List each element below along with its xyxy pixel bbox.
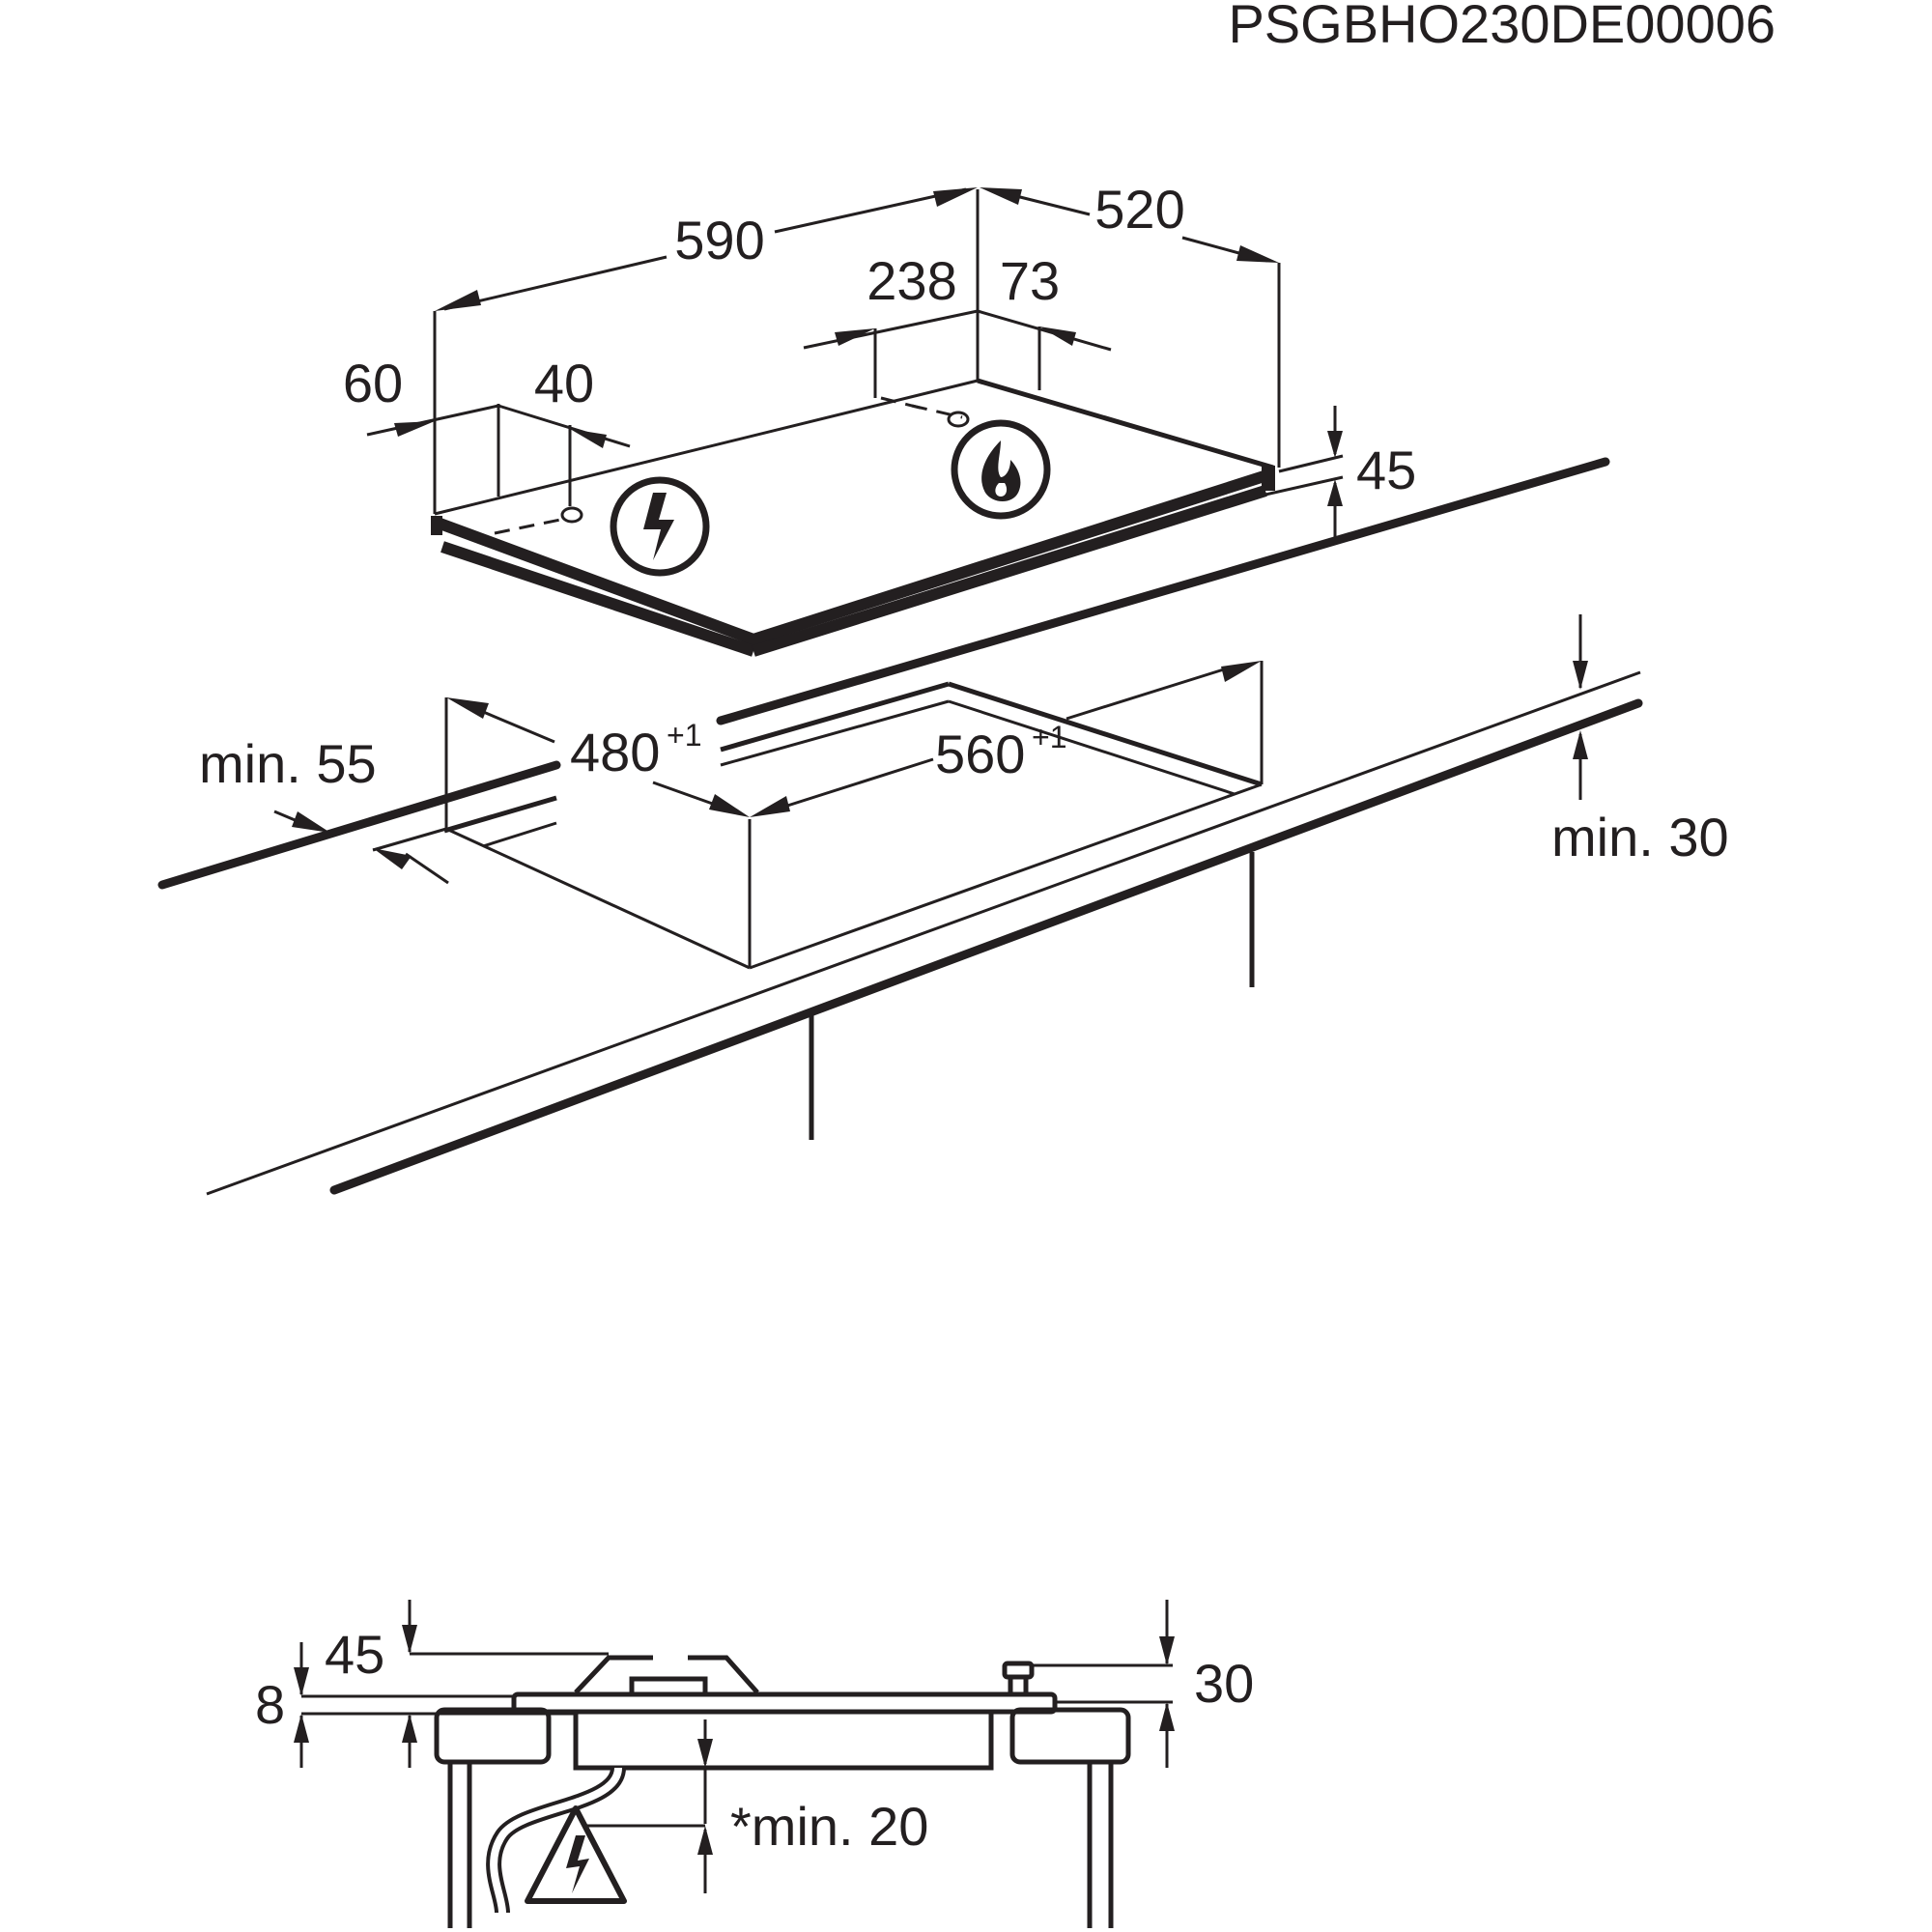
section-dim-30: 30 (1034, 1600, 1254, 1768)
dim-40-label: 40 (534, 353, 594, 413)
section-dim-min-20-label: *min. 20 (730, 1796, 928, 1857)
section-dim-45-8: 45 8 (255, 1600, 609, 1768)
dim-238-73: 238 73 (803, 250, 1112, 398)
dim-480-label: 480 (570, 722, 660, 782)
dim-590-label: 590 (674, 210, 764, 270)
dim-520-label: 520 (1094, 179, 1184, 240)
dim-45-height: 45 (1264, 406, 1416, 537)
electric-connection-icon (610, 476, 710, 577)
dim-480-tol: +1 (667, 718, 701, 753)
worktop (157, 457, 1643, 1196)
dim-60-label: 60 (343, 353, 403, 413)
dim-min-55-label: min. 55 (199, 733, 377, 794)
dim-min-30: min. 30 (1551, 614, 1729, 867)
dim-560-tol: +1 (1032, 720, 1066, 754)
section-dim-30-label: 30 (1194, 1653, 1254, 1714)
dim-480: 480 +1 (446, 697, 750, 817)
dim-238-label: 238 (867, 250, 956, 311)
dim-min-30-label: min. 30 (1551, 807, 1729, 867)
dim-560: 560 +1 (750, 661, 1262, 817)
dim-73-label: 73 (1000, 250, 1060, 311)
dim-60-40: 60 40 (343, 353, 631, 506)
section-dim-min-20: *min. 20 (576, 1719, 928, 1893)
dim-590: 590 (433, 187, 980, 514)
dim-min-55: min. 55 (199, 733, 449, 885)
section-view (434, 1655, 1131, 1928)
section-dim-8-label: 8 (255, 1674, 285, 1735)
dim-560-label: 560 (935, 724, 1025, 784)
electric-warning-icon (525, 1805, 627, 1904)
hob-body (431, 378, 1275, 657)
dim-520: 520 (980, 179, 1281, 468)
dim-45-height-label: 45 (1356, 440, 1416, 500)
section-dim-45-label: 45 (325, 1624, 384, 1685)
document-code: PSGBHO230DE00006 (1228, 0, 1776, 54)
gas-connection-icon (951, 419, 1051, 520)
